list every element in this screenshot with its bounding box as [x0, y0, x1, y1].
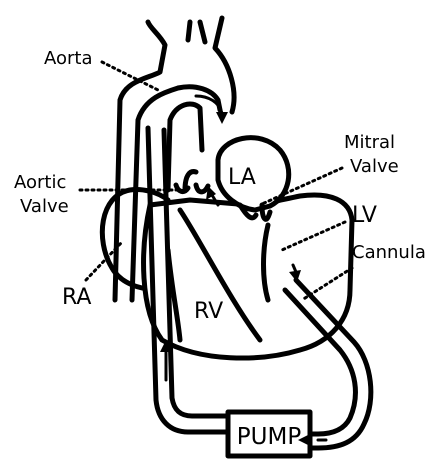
la-label: LA — [228, 165, 256, 190]
aortic-valve-label-line1: Aortic — [14, 172, 66, 193]
lv-label: LV — [352, 203, 377, 228]
cannula-label: Cannula — [352, 242, 426, 263]
aorta-label: Aorta — [44, 48, 93, 69]
aortic-root — [168, 104, 202, 190]
ra-label: RA — [62, 285, 91, 310]
pump-label: PUMP — [237, 424, 302, 450]
mitral-valve-label-line1: Mitral — [344, 132, 395, 153]
ventricles-outline — [144, 195, 352, 358]
mitral-valve-label-line2: Valve — [350, 156, 399, 177]
aortic-valve-label-line2: Valve — [20, 196, 69, 217]
aortic-valve-cusps — [176, 185, 208, 192]
rv-label: RV — [194, 299, 223, 324]
